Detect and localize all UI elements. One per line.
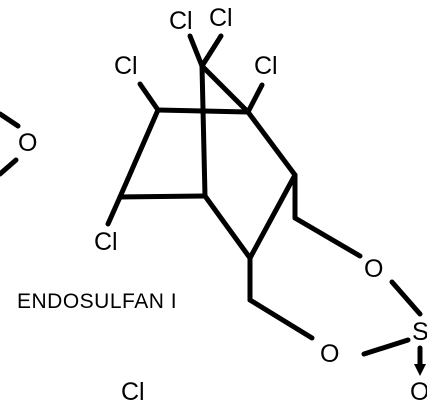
- atom-s-sulfite: S: [412, 318, 427, 346]
- atom-cl-lower-left: Cl: [94, 228, 118, 256]
- atom-o-ring-upper: O: [364, 255, 383, 283]
- compound-caption: ENDOSULFAN I: [17, 290, 177, 313]
- bond-c2-cl: [137, 81, 161, 113]
- atom-o-ring-lower: O: [320, 340, 339, 368]
- bond-bridge-cl-left: [187, 33, 205, 69]
- bond-c3-cl: [105, 194, 123, 227]
- bond-ch2-o-lower: [247, 297, 315, 341]
- bond-bridge-cl-right: [199, 33, 224, 69]
- atom-cl-upper-left: Cl: [114, 52, 138, 80]
- bond-bridge-to-c1: [199, 63, 251, 115]
- bond-ch2-o-upper: [292, 215, 363, 259]
- atom-cl-bridge-left: Cl: [169, 7, 193, 35]
- bond-c2-c1: [155, 107, 251, 115]
- bond-c2-c3: [117, 107, 161, 200]
- bond-c6-c5: [247, 172, 298, 261]
- bond-c1-cl: [245, 82, 265, 115]
- bond-o-lower-s: [361, 337, 411, 357]
- atom-cl-bottom: Cl: [121, 378, 145, 404]
- left-fragment-bond-lower: [0, 157, 19, 177]
- left-fragment-bond-upper: [0, 111, 21, 129]
- bond-c4-c5: [202, 193, 253, 261]
- atom-o-sulfinyl: O: [410, 378, 427, 404]
- bond-c3-c4: [117, 193, 208, 200]
- dative-arrow-head: [414, 364, 426, 376]
- atom-o-left-partial: O: [18, 129, 37, 157]
- left-fragment: O: [0, 111, 37, 177]
- atom-labels: Cl Cl Cl Cl Cl O O S O Cl: [94, 4, 427, 404]
- atom-cl-upper-right: Cl: [254, 52, 278, 80]
- bicyclic-core: [105, 33, 298, 261]
- bond-o-upper-s: [389, 279, 423, 317]
- sulfite-ring: [247, 172, 426, 376]
- bond-c1-c6: [245, 109, 298, 178]
- atom-cl-bridge-right: Cl: [209, 4, 233, 32]
- bond-bridge-to-c4: [199, 63, 208, 199]
